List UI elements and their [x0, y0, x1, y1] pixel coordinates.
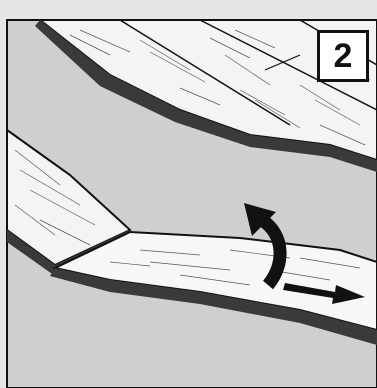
step-number-badge: 2: [317, 30, 369, 82]
